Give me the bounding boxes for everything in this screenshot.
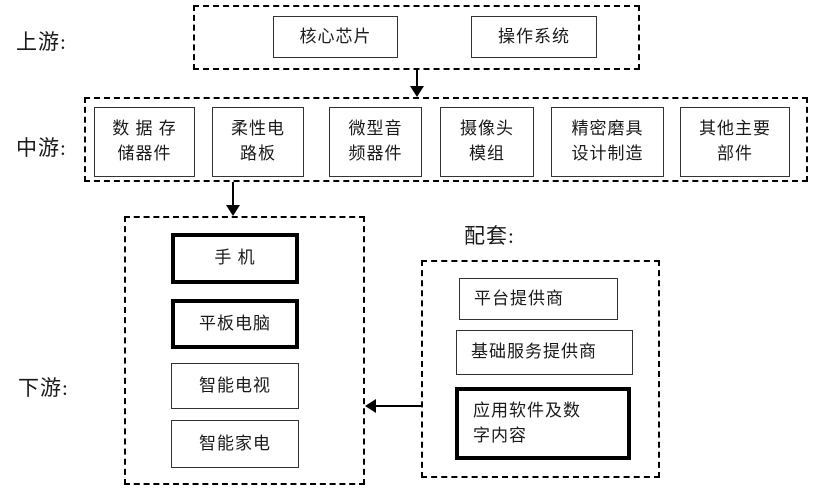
supporting-box-platform-provider[interactable]: 平台提供商 bbox=[459, 278, 618, 320]
tier-label-supporting: 配套: bbox=[464, 224, 515, 248]
upstream-box-operating-system[interactable]: 操作系统 bbox=[471, 16, 597, 58]
tier-label-midstream: 中游: bbox=[16, 136, 67, 160]
arrow-upstream-to-midstream bbox=[416, 70, 418, 87]
downstream-box-tablet[interactable]: 平板电脑 bbox=[171, 299, 299, 349]
midstream-box-precision-mold[interactable]: 精密磨具 设计制造 bbox=[551, 107, 664, 177]
midstream-box-other-parts-label: 其他主要 部件 bbox=[699, 119, 771, 163]
upstream-group bbox=[193, 5, 640, 70]
downstream-box-smart-tv[interactable]: 智能电视 bbox=[171, 363, 299, 409]
downstream-box-mobile-phone[interactable]: 手 机 bbox=[171, 233, 299, 284]
downstream-box-smart-appliance-label: 智能家电 bbox=[199, 433, 271, 453]
midstream-group bbox=[84, 97, 808, 182]
supporting-box-basic-service-provider[interactable]: 基础服务提供商 bbox=[456, 330, 633, 375]
downstream-box-smart-appliance[interactable]: 智能家电 bbox=[171, 420, 299, 468]
supporting-box-app-software-digital-content-label: 应用软件及数 字内容 bbox=[473, 400, 581, 445]
midstream-box-camera-module-label: 摄像头 模组 bbox=[460, 119, 514, 163]
tier-label-downstream: 下游: bbox=[18, 376, 69, 400]
midstream-box-data-storage[interactable]: 数 据 存 储器件 bbox=[94, 107, 195, 177]
upstream-box-core-chip-label: 核心芯片 bbox=[299, 26, 372, 46]
arrow-midstream-to-downstream bbox=[232, 182, 234, 206]
downstream-box-mobile-phone-label: 手 机 bbox=[214, 248, 256, 268]
arrow-supporting-to-downstream bbox=[375, 405, 421, 407]
midstream-box-flexible-pcb[interactable]: 柔性电 路板 bbox=[212, 107, 304, 177]
supporting-box-app-software-digital-content[interactable]: 应用软件及数 字内容 bbox=[455, 387, 631, 460]
supporting-box-basic-service-provider-label: 基础服务提供商 bbox=[471, 342, 597, 362]
midstream-box-micro-audio-label: 微型音 频器件 bbox=[348, 119, 403, 163]
downstream-box-tablet-label: 平板电脑 bbox=[199, 313, 271, 333]
upstream-box-core-chip[interactable]: 核心芯片 bbox=[273, 16, 398, 58]
midstream-box-data-storage-label: 数 据 存 储器件 bbox=[112, 119, 177, 163]
midstream-box-precision-mold-label: 精密磨具 设计制造 bbox=[571, 119, 644, 163]
supporting-group bbox=[421, 260, 660, 478]
downstream-group bbox=[124, 216, 365, 485]
tier-label-upstream: 上游: bbox=[16, 30, 67, 54]
midstream-box-camera-module[interactable]: 摄像头 模组 bbox=[440, 107, 534, 177]
supporting-box-platform-provider-label: 平台提供商 bbox=[474, 288, 564, 308]
upstream-box-operating-system-label: 操作系统 bbox=[498, 26, 570, 46]
midstream-box-micro-audio[interactable]: 微型音 频器件 bbox=[329, 107, 422, 177]
midstream-box-other-parts[interactable]: 其他主要 部件 bbox=[680, 107, 790, 177]
midstream-box-flexible-pcb-label: 柔性电 路板 bbox=[231, 119, 285, 163]
downstream-box-smart-tv-label: 智能电视 bbox=[199, 375, 271, 395]
